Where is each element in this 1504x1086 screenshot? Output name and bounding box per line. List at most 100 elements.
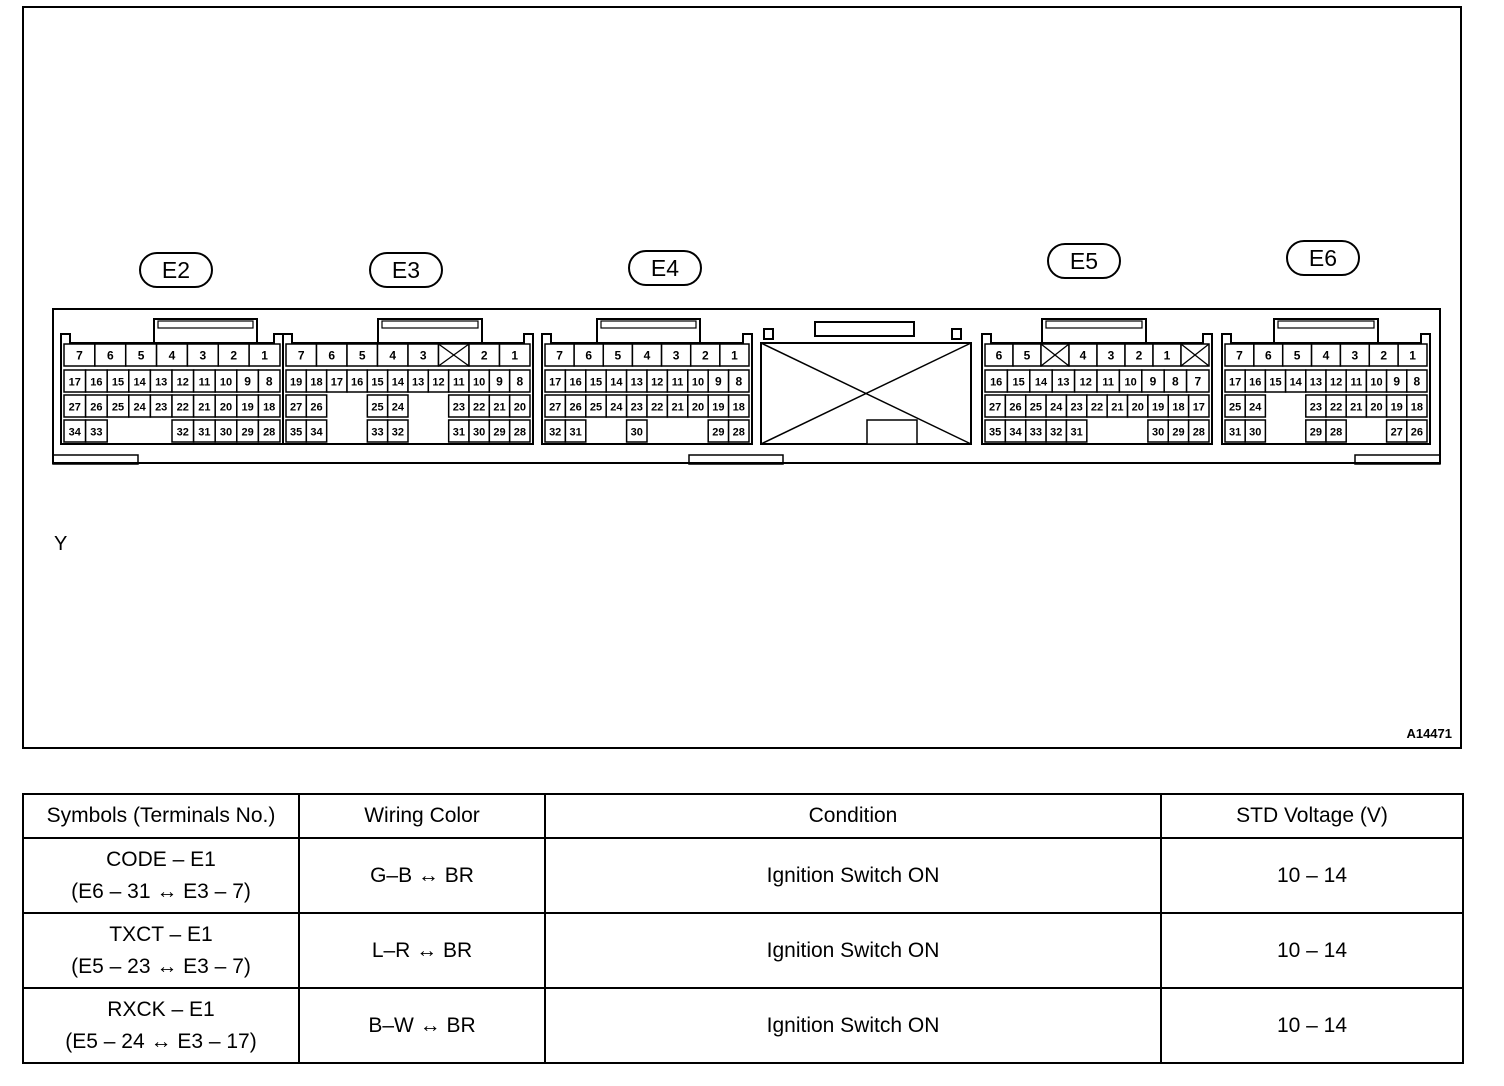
terminal-number: 26 xyxy=(1411,427,1423,439)
symbol-cell: RXCK – E1 (E5 – 24 ↔ E3 – 17) xyxy=(22,987,300,1064)
connector-housing xyxy=(282,333,534,445)
terminal-number: 16 xyxy=(569,377,581,389)
terminal-number: 18 xyxy=(263,402,275,414)
terminal-cell xyxy=(1065,419,1088,443)
terminal-number: 22 xyxy=(651,402,663,414)
terminal-number: 2 xyxy=(1380,349,1387,363)
connector-housing xyxy=(1221,333,1431,445)
body-tab xyxy=(1354,454,1441,465)
blocked-terminal-mark xyxy=(1040,343,1070,367)
blank-latch xyxy=(814,321,915,337)
terminal-number: 17 xyxy=(69,377,81,389)
terminal-number: 29 xyxy=(712,427,724,439)
terminal-number: 15 xyxy=(1012,377,1024,389)
terminal-number: 19 xyxy=(1152,402,1164,414)
connector-latch-slot xyxy=(1045,320,1143,329)
condition-cell: Ignition Switch ON xyxy=(544,987,1162,1064)
terminal-number: 34 xyxy=(310,427,323,439)
terminal-cell xyxy=(727,394,750,418)
blank-notch xyxy=(866,419,918,445)
terminal-cell xyxy=(257,369,281,393)
side-label: Y xyxy=(54,533,68,555)
terminal-number: 5 xyxy=(615,349,622,363)
terminal-cell xyxy=(1244,394,1267,418)
terminal-number: 22 xyxy=(1091,402,1103,414)
terminal-cell xyxy=(84,419,108,443)
terminal-number: 18 xyxy=(310,377,322,389)
terminal-number: 28 xyxy=(1193,427,1205,439)
terminal-number: 12 xyxy=(1080,377,1092,389)
terminal-number: 7 xyxy=(1236,349,1243,363)
body-tab xyxy=(52,454,139,465)
terminal-number: 27 xyxy=(989,402,1001,414)
table-header-row: Symbols (Terminals No.) Wiring Color Con… xyxy=(22,793,1464,839)
terminal-number: 23 xyxy=(155,402,167,414)
terminal-number: 25 xyxy=(1229,402,1241,414)
terminal-number: 26 xyxy=(310,402,322,414)
terminal-number: 14 xyxy=(133,377,146,389)
terminal-cell xyxy=(498,343,531,367)
connector-latch xyxy=(1273,318,1379,344)
terminal-number: 25 xyxy=(1030,402,1042,414)
terminal-number: 31 xyxy=(1071,427,1083,439)
terminal-number: 33 xyxy=(1030,427,1042,439)
blank-post xyxy=(763,328,774,340)
terminal-number: 15 xyxy=(1269,377,1281,389)
terminal-number: 21 xyxy=(1350,402,1362,414)
terminal-number: 15 xyxy=(371,377,383,389)
terminal-number: 23 xyxy=(1071,402,1083,414)
blocked-terminal-mark xyxy=(1180,343,1210,367)
terminal-number: 34 xyxy=(69,427,82,439)
symbol-cell: CODE – E1 (E6 – 31 ↔ E3 – 7) xyxy=(22,837,300,914)
terminal-number: 28 xyxy=(263,427,275,439)
terminal-number: 16 xyxy=(351,377,363,389)
connector-label: E5 xyxy=(1070,248,1098,274)
terminal-number: 12 xyxy=(177,377,189,389)
terminal-number: 12 xyxy=(432,377,444,389)
terminal-cell xyxy=(1325,419,1347,443)
terminal-number: 29 xyxy=(1172,427,1184,439)
terminal-number: 9 xyxy=(244,375,251,389)
terminal-number: 23 xyxy=(453,402,465,414)
terminal-number: 15 xyxy=(590,377,602,389)
terminal-number: 24 xyxy=(1050,402,1063,414)
connector-label: E3 xyxy=(392,257,420,283)
terminal-number: 18 xyxy=(1411,402,1423,414)
terminal-number: 23 xyxy=(631,402,643,414)
connector-latch xyxy=(596,318,701,344)
terminal-number: 6 xyxy=(1265,349,1272,363)
connector-latch-slot xyxy=(381,320,479,329)
figure-id: A14471 xyxy=(1406,726,1452,741)
terminal-cell xyxy=(386,394,409,418)
terminal-number: 2 xyxy=(1136,349,1143,363)
terminal-cell xyxy=(305,419,328,443)
terminal-number: 19 xyxy=(290,377,302,389)
blank-cavity xyxy=(760,342,972,445)
connector-label-oval xyxy=(628,250,702,286)
terminal-number: 29 xyxy=(493,427,505,439)
terminal-cell xyxy=(508,419,531,443)
connector-label-oval xyxy=(1047,243,1121,279)
terminal-number: 10 xyxy=(473,377,485,389)
terminal-number: 28 xyxy=(1330,427,1342,439)
terminal-number: 30 xyxy=(1152,427,1164,439)
terminal-number: 31 xyxy=(569,427,581,439)
terminal-number: 29 xyxy=(241,427,253,439)
terminal-number: 14 xyxy=(392,377,405,389)
terminal-number: 4 xyxy=(1323,349,1330,363)
voltage-cell: 10 – 14 xyxy=(1160,912,1464,989)
terminal-number: 22 xyxy=(177,402,189,414)
terminal-cell xyxy=(727,369,750,393)
terminal-number: 31 xyxy=(453,427,465,439)
terminal-number: 26 xyxy=(90,402,102,414)
terminal-number: 17 xyxy=(549,377,561,389)
terminal-numbers: (E5 – 23 ↔ E3 – 7) xyxy=(71,954,251,978)
terminal-number: 20 xyxy=(1132,402,1144,414)
terminal-cell xyxy=(508,369,531,393)
terminal-number: 30 xyxy=(473,427,485,439)
connector-label: E4 xyxy=(651,255,679,281)
wiring-color-cell: G–B ↔ BR xyxy=(298,837,546,914)
terminal-cell xyxy=(1406,394,1428,418)
terminal-number: 28 xyxy=(514,427,526,439)
